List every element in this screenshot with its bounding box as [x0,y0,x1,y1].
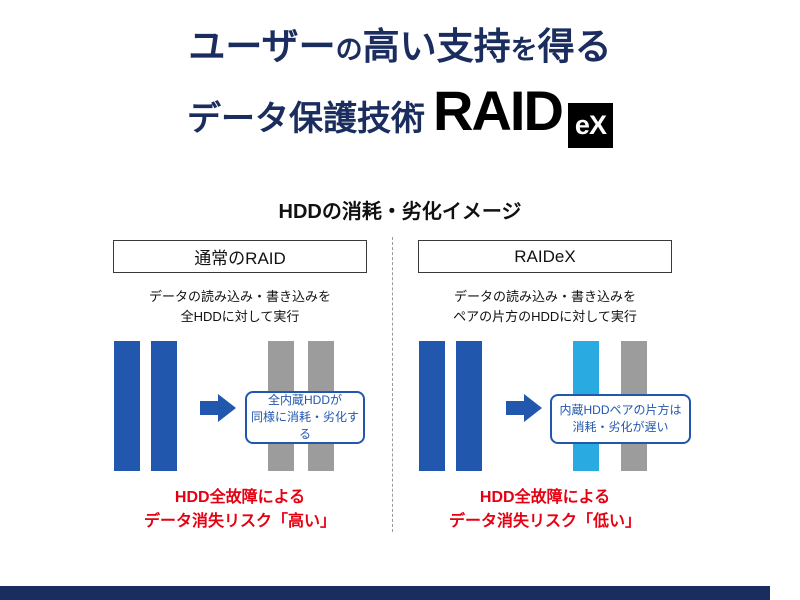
description-line: データの読み込み・書き込みを [453,289,636,304]
title-segment: 高い支持 [362,26,511,67]
diagram-section-title: HDDの消耗・劣化イメージ [278,201,522,223]
normal-raid-header-box: 通常のRAID [113,240,367,273]
hdd-bar-blue [456,341,482,471]
subtitle-text: データ保護技術 [187,100,426,138]
risk-line: HDD全故障による [174,489,306,506]
footer-bar [0,586,770,600]
title-segment: ユーザー [188,26,336,67]
normal-raid-description: データの読み込み・書き込みを 全HDDに対して実行 [113,287,367,327]
risk-line: データ消失リスク「低い」 [448,513,641,530]
callout-line: 同様に消耗・劣化する [250,410,359,441]
callout-line: 消耗・劣化が遅い [572,420,669,434]
risk-line: HDD全故障による [479,489,611,506]
risk-line: データ消失リスク「高い」 [143,513,336,530]
raidex-header-box: RAIDeX [418,240,672,273]
title-segment: 得る [537,26,612,67]
raidex-description: データの読み込み・書き込みを ペアの片方のHDDに対して実行 [418,287,672,327]
callout-line: 内蔵HDDペアの片方は [559,403,682,417]
description-line: 全HDDに対して実行 [180,309,300,324]
normal-raid-header-label: 通常のRAID [194,249,286,268]
raid-logo-text: RAID [433,79,564,142]
arrow-shaft [506,401,524,415]
normal-raid-callout: 全内蔵HDDが 同様に消耗・劣化する [245,391,365,444]
description-line: データの読み込み・書き込みを [148,289,331,304]
column-divider [392,237,393,532]
hdd-bar-blue [114,341,140,471]
title-segment: を [510,35,538,65]
arrow-shaft [200,401,218,415]
title-segment: の [335,35,363,65]
arrow-right-icon [506,394,542,422]
arrow-right-icon [200,394,236,422]
arrow-head [218,394,236,422]
raid-ex-logo-box: eX [567,103,613,148]
arrow-head [524,394,542,422]
raidex-risk-text: HDD全故障による データ消失リスク「低い」 [418,486,672,534]
hdd-bar-blue [419,341,445,471]
raidex-callout: 内蔵HDDペアの片方は 消耗・劣化が遅い [550,394,691,444]
page-title: ユーザーの高い支持を得る [0,24,800,78]
normal-raid-risk-text: HDD全故障による データ消失リスク「高い」 [113,486,367,534]
callout-line: 全内蔵HDDが [268,393,342,407]
raidex-header-label: RAIDeX [514,246,576,266]
hdd-bar-blue [151,341,177,471]
description-line: ペアの片方のHDDに対して実行 [453,309,637,324]
